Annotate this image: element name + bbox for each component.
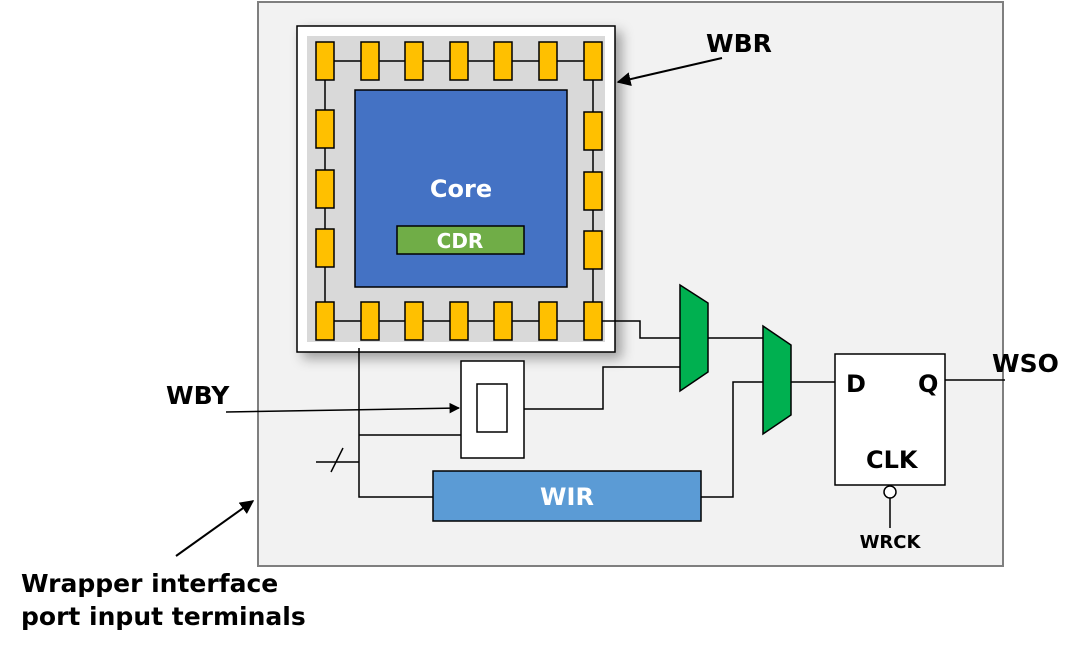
bus-slash-mark xyxy=(330,447,344,473)
flipflop-q-label: Q xyxy=(918,370,938,398)
wrck-label: WRCK xyxy=(860,532,922,553)
wby-register-cell xyxy=(476,383,508,433)
wbr-cell xyxy=(583,111,603,151)
wbr-cell xyxy=(493,301,513,341)
wbr-cell xyxy=(449,301,469,341)
mux-second xyxy=(762,324,792,436)
wbr-cell xyxy=(583,301,603,341)
wbr-cell xyxy=(493,41,513,81)
wire-wby-to-mux1 xyxy=(524,366,680,410)
wbr-cell xyxy=(315,301,335,341)
mux-first xyxy=(679,283,709,393)
flipflop-d-label: D xyxy=(846,370,866,398)
wir-label: WIR xyxy=(540,483,594,511)
inverted-clock-bubble-icon xyxy=(883,485,897,499)
wbr-cell xyxy=(404,41,424,81)
wbr-arrow xyxy=(616,57,723,86)
wire-wir-to-mux2 xyxy=(701,381,763,498)
wbr-cell xyxy=(315,228,335,268)
wbr-cell xyxy=(404,301,424,341)
wbr-cell xyxy=(583,230,603,270)
wbr-cell xyxy=(538,41,558,81)
wbr-cell xyxy=(538,301,558,341)
wbr-cell xyxy=(583,41,603,81)
cdr-label: CDR xyxy=(437,229,484,253)
wbr-cell xyxy=(315,169,335,209)
core-label: Core xyxy=(430,175,492,203)
wbr-cell xyxy=(583,171,603,211)
wby-label: WBY xyxy=(166,381,230,410)
wbr-cell xyxy=(315,109,335,149)
wires xyxy=(316,320,1005,528)
wire-input-bus xyxy=(358,348,433,498)
wbr-label: WBR xyxy=(706,29,772,58)
cdr-block xyxy=(396,225,525,255)
wbr-cell xyxy=(315,41,335,81)
wbr-cell xyxy=(449,41,469,81)
wbr-cell xyxy=(360,41,380,81)
caption-line-1: Wrapper interface xyxy=(21,569,278,598)
wbr-cell xyxy=(360,301,380,341)
caption-line-2: port input terminals xyxy=(21,602,306,631)
flipflop-clk-label: CLK xyxy=(866,446,919,474)
wso-label: WSO xyxy=(992,349,1059,378)
caption-arrow xyxy=(175,500,255,557)
wby-arrow xyxy=(225,402,461,414)
wir-register xyxy=(432,470,702,522)
wire-wbr-to-mux1 xyxy=(602,320,680,339)
output-flipflop xyxy=(834,353,946,486)
wbr-cells xyxy=(315,41,603,341)
